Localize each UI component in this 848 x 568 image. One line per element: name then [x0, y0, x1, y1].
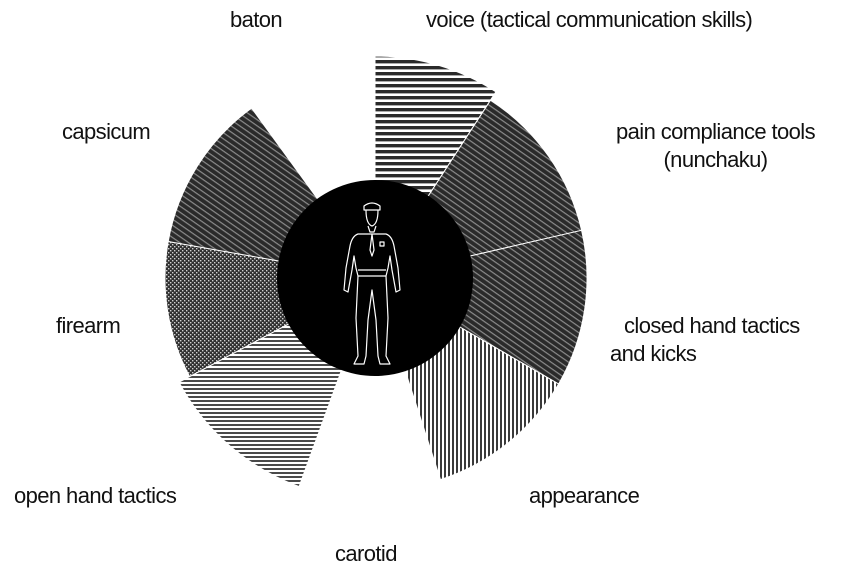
label-carotid: carotid — [335, 540, 397, 568]
label-open-hand: open hand tactics — [14, 482, 176, 510]
label-baton: baton — [230, 6, 282, 34]
label-appearance: appearance — [529, 482, 639, 510]
label-closed-hand: closed hand tactics and kicks — [610, 312, 800, 368]
label-pain-compliance: pain compliance tools (nunchaku) — [593, 118, 838, 174]
label-voice: voice (tactical communication skills) — [426, 6, 752, 34]
label-capsicum: capsicum — [62, 118, 150, 146]
label-firearm: firearm — [56, 312, 120, 340]
